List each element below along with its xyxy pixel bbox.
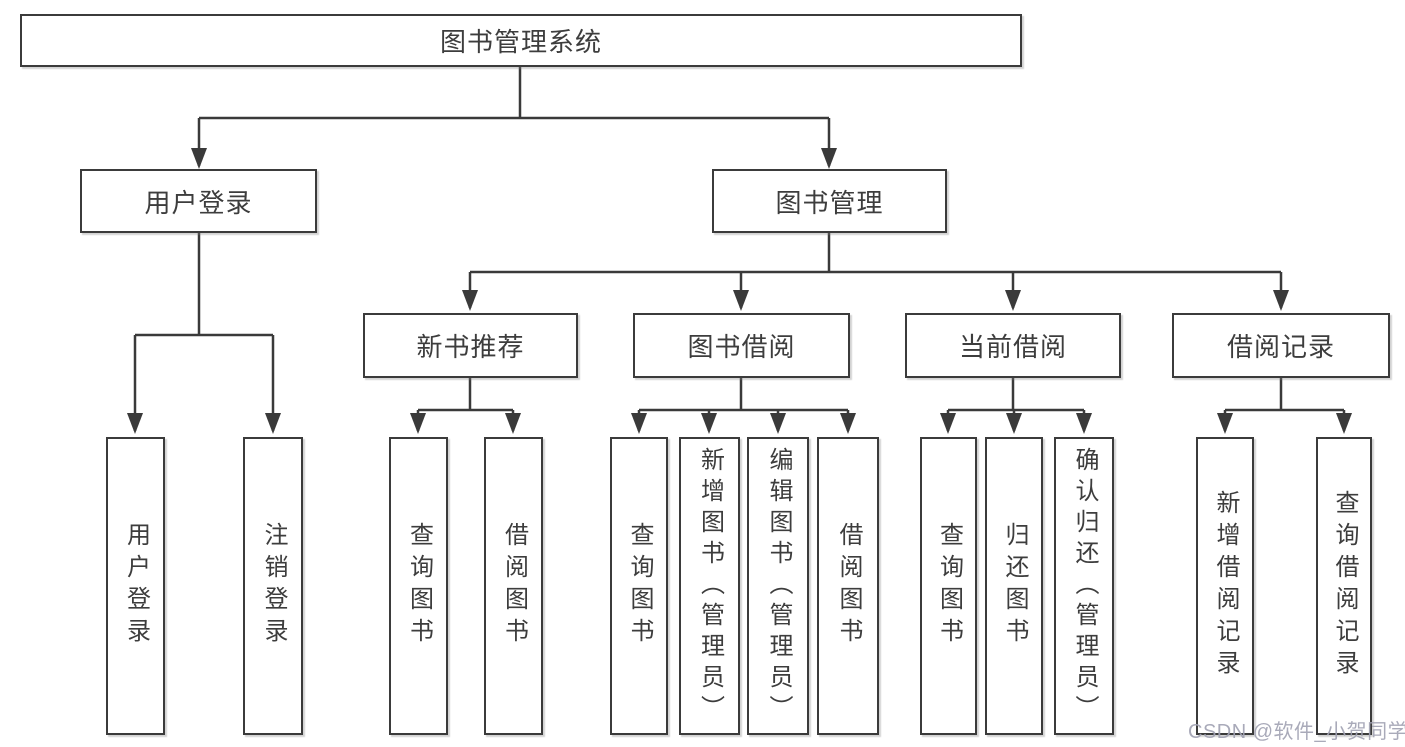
leaf-borrow-query-books: 查询图书 (610, 437, 668, 735)
node-book-management: 图书管理 (712, 169, 947, 233)
leaf-borrow-borrow-books: 借阅图书 (817, 437, 879, 735)
node-book-borrow: 图书借阅 (633, 313, 850, 378)
node-user-login: 用户登录 (80, 169, 317, 233)
leaf-current-confirm-return-admin: 确认归还（管理员） (1054, 437, 1114, 735)
leaf-record-query-record: 查询借阅记录 (1316, 437, 1372, 735)
node-borrow-records: 借阅记录 (1172, 313, 1390, 378)
leaf-borrow-edit-books-admin: 编辑图书（管理员） (747, 437, 809, 735)
leaf-borrow-add-books-admin: 新增图书（管理员） (679, 437, 740, 735)
leaf-logout: 注销登录 (243, 437, 303, 735)
leaf-newrec-query-books: 查询图书 (389, 437, 448, 735)
leaf-newrec-borrow-books: 借阅图书 (484, 437, 543, 735)
node-root: 图书管理系统 (20, 14, 1022, 67)
node-current-borrow: 当前借阅 (905, 313, 1121, 378)
leaf-current-query-books: 查询图书 (920, 437, 977, 735)
leaf-record-add-record: 新增借阅记录 (1196, 437, 1254, 735)
node-new-book-recommend: 新书推荐 (363, 313, 578, 378)
leaf-current-return-books: 归还图书 (985, 437, 1043, 735)
csdn-watermark: CSDN @软件_小贺同学 (1188, 721, 1405, 743)
leaf-user-login: 用户登录 (106, 437, 165, 735)
